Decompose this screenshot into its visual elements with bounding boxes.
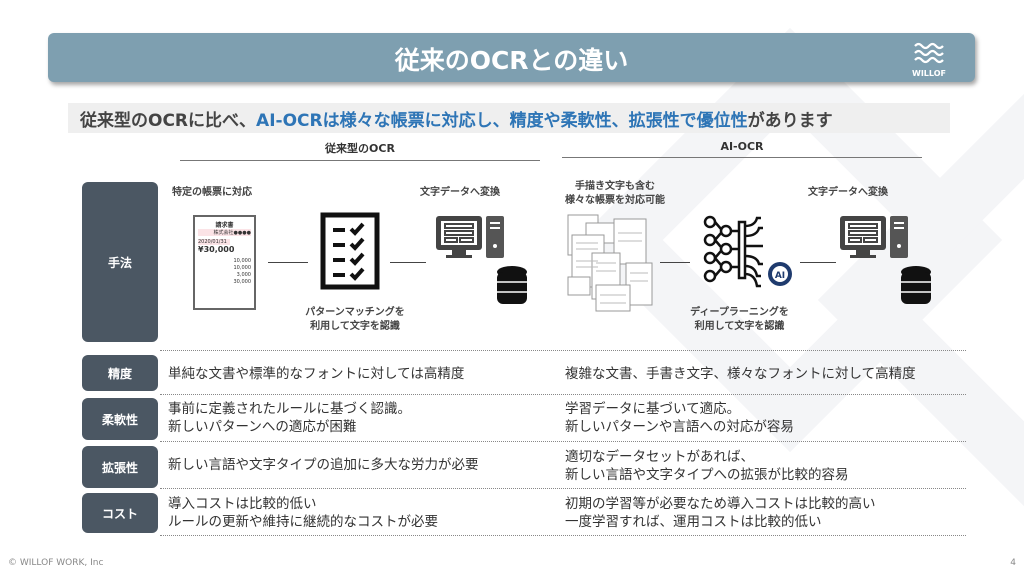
connector-line: [800, 262, 836, 263]
caption-line: 手描き文字も含む: [575, 181, 655, 192]
caption-line: 利用して文字を認識: [310, 321, 400, 332]
cost-traditional: 導入コストは比較的低いルールの更新や維持に継続的なコストが必要: [168, 495, 438, 531]
caption-line: 様々な帳票を対応可能: [565, 195, 665, 206]
invoice-row: 3,000: [236, 272, 251, 278]
cell-line: 単純な文書や標準的なフォントに対しては高精度: [168, 366, 465, 382]
cell-line: 新しいパターンや言語への対応が容易: [565, 419, 794, 435]
connector-line: [660, 262, 690, 263]
connector-line: [268, 262, 308, 263]
wave-icon: [914, 42, 944, 64]
cost-ai: 初期の学習等が必要なため導入コストは比較的高い一度学習すれば、運用コストは比較的…: [565, 495, 876, 531]
traditional-input-caption: 特定の帳票に対応: [172, 187, 252, 198]
cell-line: 新しい言語や文字タイプの追加に多大な労力が必要: [168, 457, 479, 473]
neural-network-ai-icon: AI: [703, 215, 792, 288]
column-header-traditional: 従来型のOCR: [180, 140, 540, 161]
computer-database-icon: [840, 216, 931, 304]
subtitle: 従来型のOCRに比べ、AI-OCRは様々な帳票に対応し、精度や柔軟性、拡張性で優…: [68, 103, 950, 133]
ai-input-caption: 手描き文字も含む様々な帳票を対応可能: [560, 180, 670, 208]
traditional-process-caption: パターンマッチングを利用して文字を認識: [290, 306, 420, 334]
row-label-accuracy: 精度: [82, 355, 158, 391]
subtitle-highlight: AI-OCRは様々な帳票に対応し、精度や柔軟性、拡張性で優位性: [256, 111, 748, 131]
page-number: 4: [1010, 558, 1016, 568]
flexibility-ai: 学習データに基づいて適応。新しいパターンや言語への対応が容易: [565, 400, 794, 436]
cell-line: 複雑な文書、手書き文字、様々なフォントに対して高精度: [565, 366, 916, 382]
invoice-amount: ¥30,000: [198, 245, 235, 254]
cell-line: 新しいパターンへの適応が困難: [168, 419, 357, 435]
computer-database-icon: [436, 216, 527, 304]
row-divider: [160, 394, 966, 395]
invoice-date: 2020/01/31: [198, 239, 230, 245]
cell-line: 初期の学習等が必要なため導入コストは比較的高い: [565, 496, 876, 512]
cell-line: 一度学習すれば、運用コストは比較的低い: [565, 514, 822, 530]
row-label-method: 手法: [82, 182, 158, 342]
row-divider: [160, 350, 966, 351]
invoice-row: 10,000: [233, 265, 252, 271]
title-bar: 従来のOCRとの違い WILLOF: [48, 33, 975, 82]
row-label-scalability: 拡張性: [82, 446, 158, 488]
accuracy-traditional: 単純な文書や標準的なフォントに対しては高精度: [168, 365, 464, 383]
invoice-document-icon: 請求書 株式会社●●●● 2020/01/31 ¥30,000 10,000 1…: [193, 215, 256, 310]
scalability-ai: 適切なデータセットがあれば、新しい言語や文字タイプへの拡張が比較的容易: [565, 448, 849, 484]
caption-line: 利用して文字を認識: [694, 321, 785, 332]
row-divider: [160, 488, 966, 489]
traditional-output-caption: 文字データへ変換: [420, 187, 500, 198]
page-title: 従来のOCRとの違い: [394, 46, 629, 75]
accuracy-ai: 複雑な文書、手書き文字、様々なフォントに対して高精度: [565, 365, 916, 383]
caption-line: ディープラーニングを: [690, 307, 789, 318]
various-documents-icon: [567, 214, 653, 312]
cell-line: 適切なデータセットがあれば、: [565, 449, 754, 465]
subtitle-text: 従来型のOCRに比べ、: [80, 111, 257, 131]
ai-badge: AI: [775, 271, 785, 281]
invoice-row: 30,000: [233, 279, 252, 285]
copyright: © WILLOF WORK, Inc: [8, 558, 104, 568]
flexibility-traditional: 事前に定義されたルールに基づく認識。新しいパターンへの適応が困難: [168, 400, 411, 436]
invoice-company: 株式会社●●●●: [198, 229, 251, 236]
caption-line: パターンマッチングを: [305, 307, 405, 318]
row-label-cost: コスト: [82, 493, 158, 533]
row-divider: [160, 535, 966, 536]
invoice-title: 請求書: [215, 222, 234, 229]
cell-line: 事前に定義されたルールに基づく認識。: [168, 401, 411, 417]
row-label-flexibility: 柔軟性: [82, 398, 158, 440]
ai-output-caption: 文字データへ変換: [808, 187, 888, 198]
willof-logo: WILLOF: [909, 42, 949, 78]
invoice-row: 10,000: [233, 258, 252, 264]
ai-process-caption: ディープラーニングを利用して文字を認識: [672, 306, 807, 334]
row-divider: [160, 441, 966, 442]
cell-line: 学習データに基づいて適応。: [565, 401, 741, 417]
cell-line: ルールの更新や維持に継続的なコストが必要: [168, 514, 438, 530]
connector-line: [390, 262, 426, 263]
subtitle-text: があります: [747, 111, 833, 131]
column-header-ai: AI-OCR: [562, 140, 922, 158]
cell-line: 導入コストは比較的低い: [168, 496, 317, 512]
checklist-icon: [320, 212, 380, 290]
cell-line: 新しい言語や文字タイプへの拡張が比較的容易: [565, 467, 849, 483]
scalability-traditional: 新しい言語や文字タイプの追加に多大な労力が必要: [168, 456, 479, 474]
